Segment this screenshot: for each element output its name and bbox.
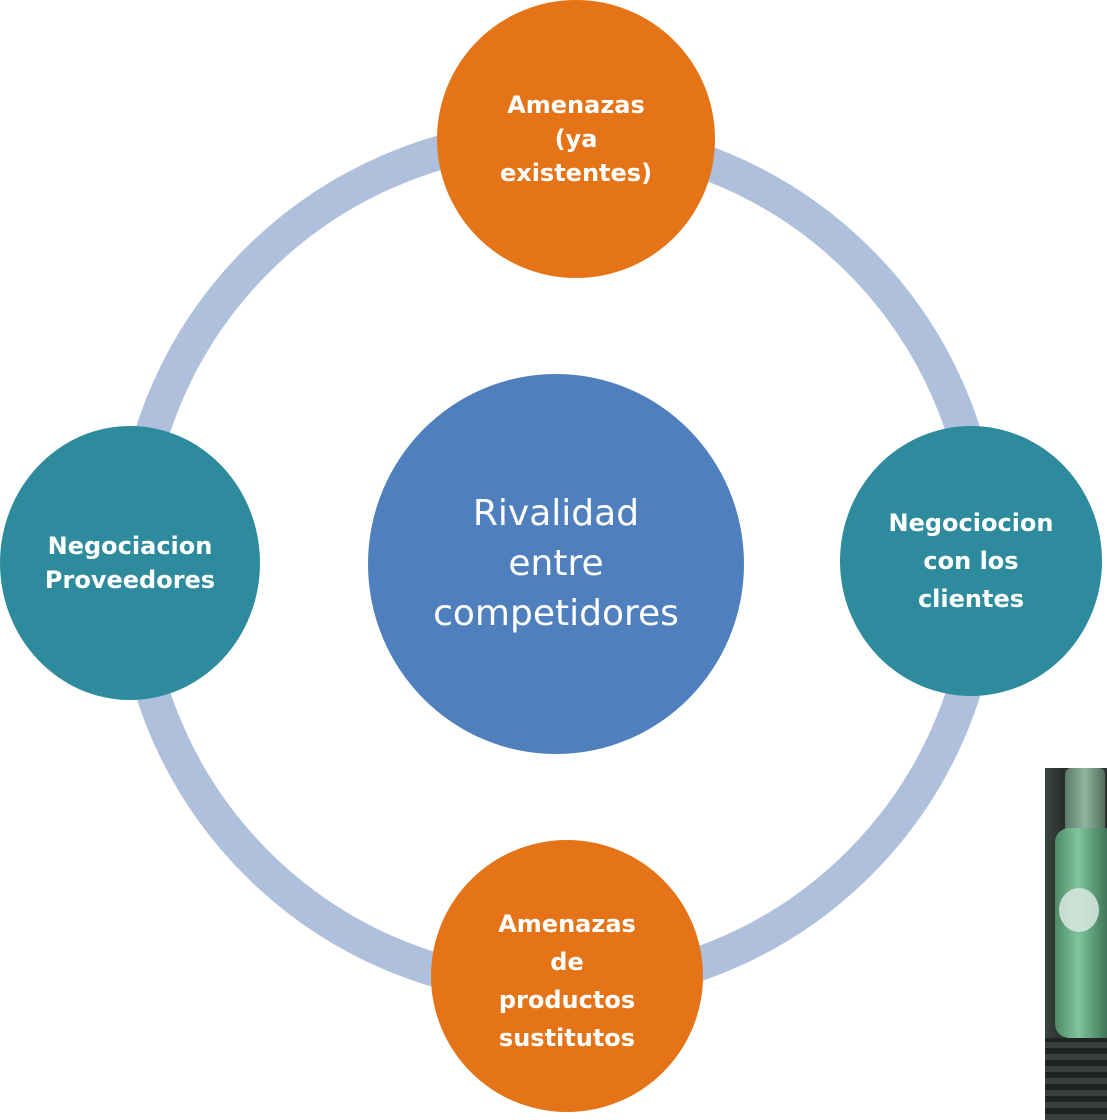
node-left-label: Negociacion Proveedores bbox=[44, 532, 216, 594]
node-top-label: Amenazas (ya existentes) bbox=[499, 91, 653, 187]
bottle-neck bbox=[1065, 768, 1105, 838]
node-amenazas-sustitutos: Amenazas de productos sustitutos bbox=[431, 840, 703, 1112]
node-negociacion-proveedores: Negociacion Proveedores bbox=[0, 426, 260, 700]
node-amenazas-existentes: Amenazas (ya existentes) bbox=[437, 0, 715, 278]
bottle-logo bbox=[1059, 888, 1099, 932]
node-right-label: Negociocion con los clientes bbox=[888, 509, 1054, 613]
node-negociacion-clientes: Negociocion con los clientes bbox=[840, 426, 1102, 696]
node-center-label: Rivalidad entre competidores bbox=[433, 493, 679, 634]
machinery bbox=[1045, 1038, 1107, 1120]
node-rivalidad-competidores: Rivalidad entre competidores bbox=[368, 374, 744, 754]
bottle-photo-fragment bbox=[1045, 768, 1107, 1120]
bottle-body bbox=[1055, 828, 1107, 1038]
node-bottom-label: Amenazas de productos sustitutos bbox=[498, 910, 636, 1052]
